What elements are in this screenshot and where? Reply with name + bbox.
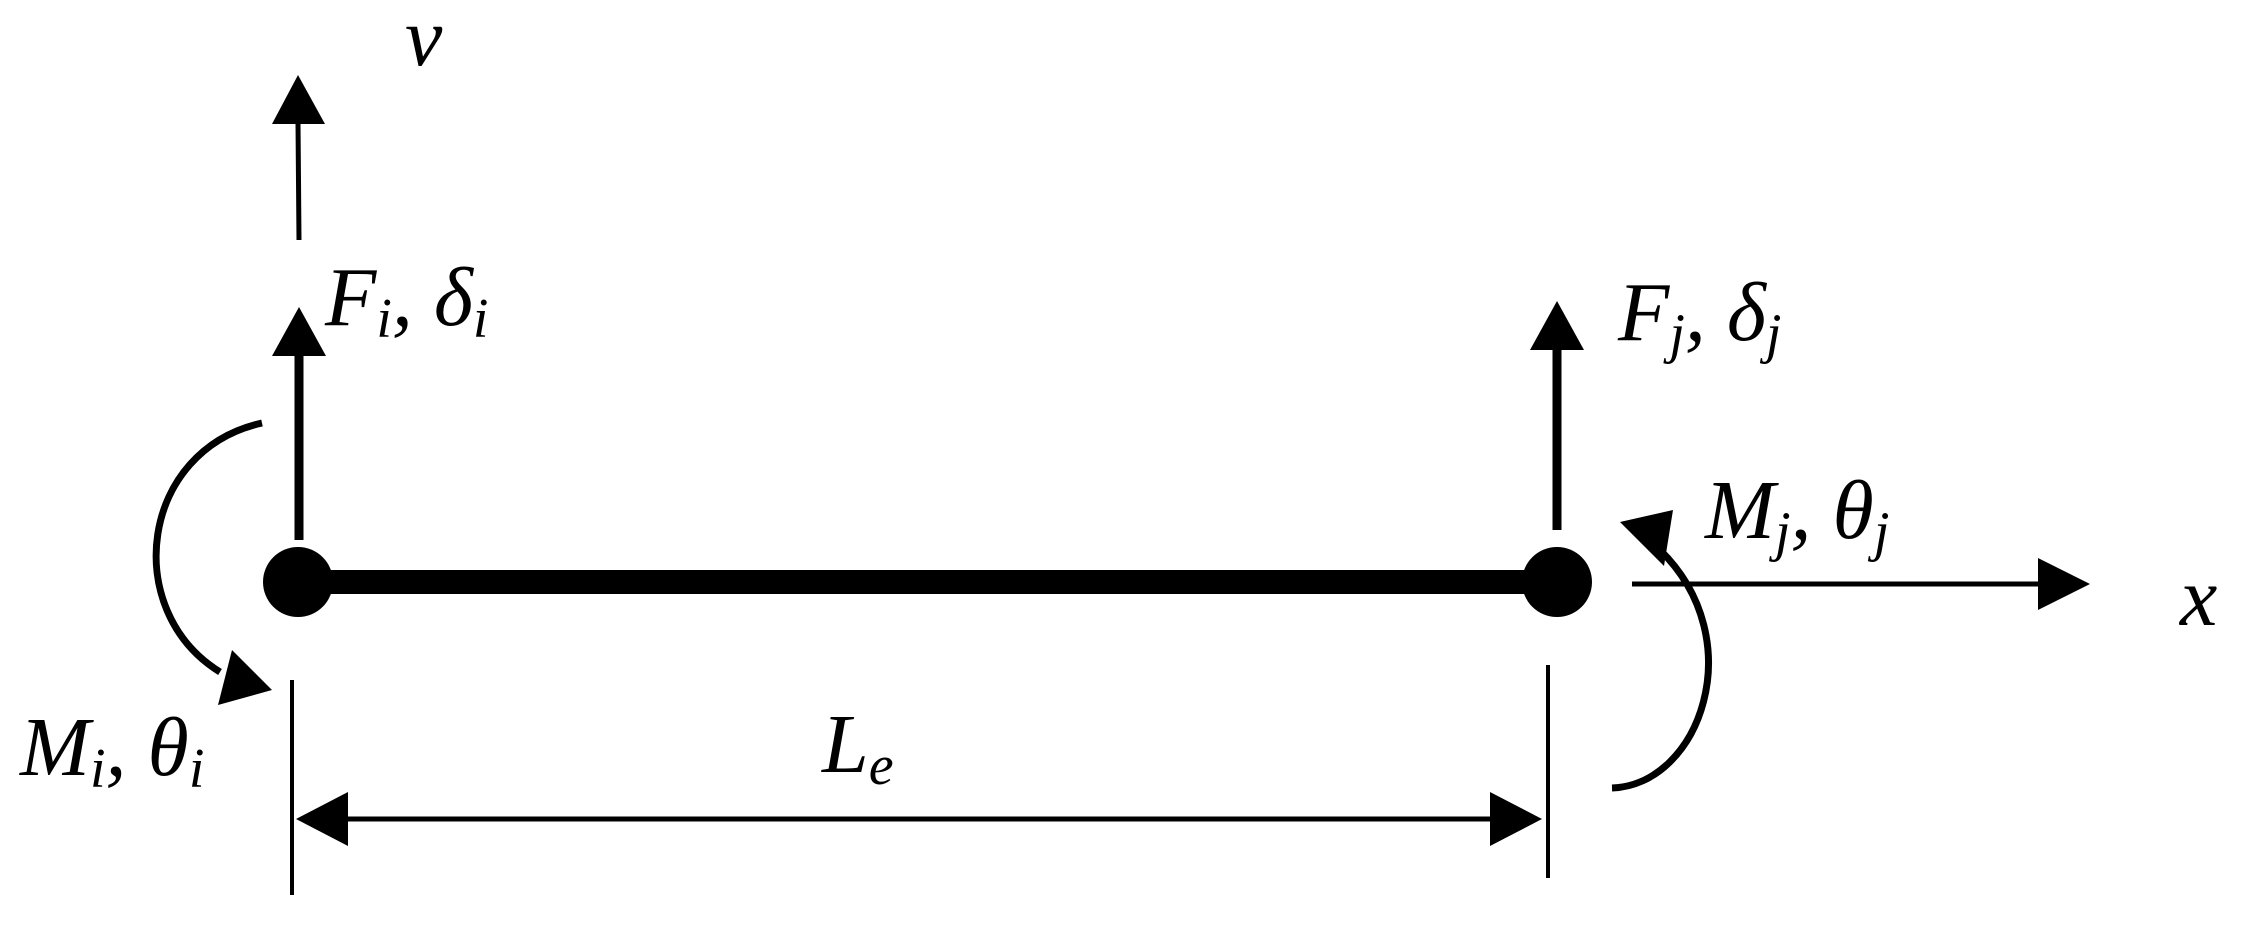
moment-rotation-label-j: Mj, θj: [1704, 464, 1889, 563]
v-axis-line: [295, 121, 302, 241]
force-displacement-label-j: Fj, δj: [1617, 266, 1781, 365]
element-length-label: Le: [821, 698, 894, 797]
node-j: [1522, 547, 1592, 617]
v-axis-label: v: [405, 0, 443, 84]
v-axis-arrowhead: [272, 75, 325, 124]
force-arrow-i-arrowhead: [272, 307, 326, 356]
moment-rotation-label-i: Mi, θi: [19, 701, 204, 800]
moment-arc-i: [152, 419, 263, 675]
moment-arc-j: [1611, 547, 1712, 792]
node-i: [263, 547, 333, 617]
x-axis-arrowhead: [2038, 558, 2090, 610]
force-displacement-label-i: Fi, δi: [324, 251, 488, 350]
x-axis-label: x: [2178, 551, 2217, 644]
dimension-arrowhead-right: [1490, 792, 1542, 846]
moment-arc-j-arrowhead: [1620, 510, 1673, 566]
dimension-arrowhead-left: [296, 792, 348, 846]
moment-arc-i-arrowhead: [218, 650, 272, 705]
force-arrow-j-arrowhead: [1530, 301, 1584, 350]
